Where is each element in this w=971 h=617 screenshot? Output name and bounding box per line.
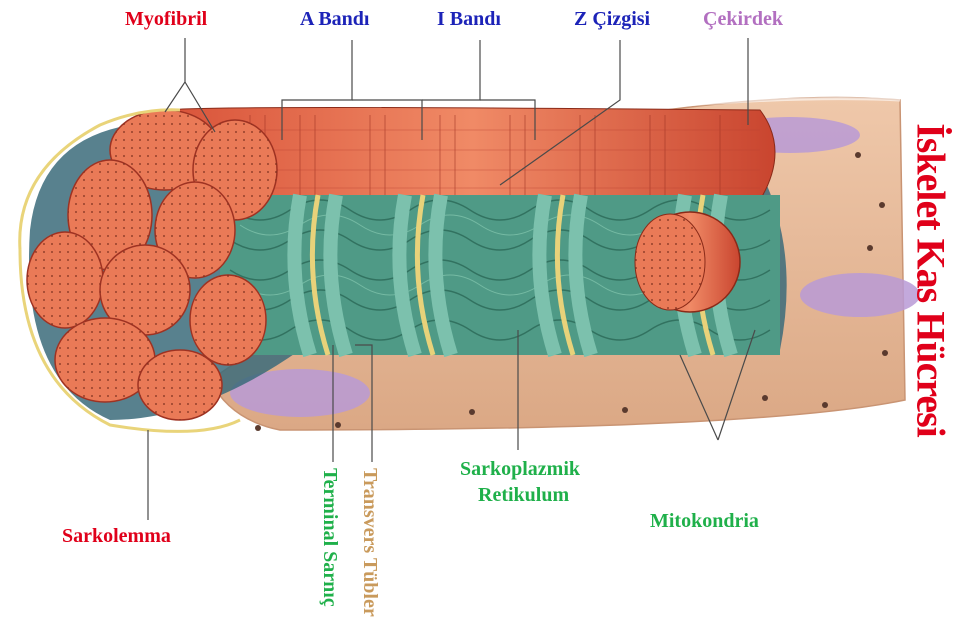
- myofibril-cross-section: [27, 232, 103, 328]
- label-sarcolemma: Sarkolemma: [62, 525, 171, 548]
- label-mitochondria: Mitokondria: [650, 510, 759, 533]
- label-i-band: I Bandı: [437, 8, 501, 31]
- label-z-line: Z Çizgisi: [574, 8, 650, 31]
- inner-myofibril: [635, 212, 740, 312]
- label-myofibril: Myofibril: [125, 8, 207, 31]
- myofibril-cross-section: [190, 275, 266, 365]
- label-nucleus: Çekirdek: [703, 8, 783, 31]
- label-terminal-cistern: Terminal Sarnıç: [318, 468, 341, 607]
- myofibril-cross-section: [138, 350, 222, 420]
- nucleus-shape-right: [800, 273, 920, 317]
- label-sarcoplasmic-reticulum-line2: Retikulum: [478, 484, 569, 507]
- label-sarcoplasmic-reticulum-line1: Sarkoplazmik: [460, 458, 580, 481]
- diagram-stage: Myofibril A Bandı I Bandı Z Çizgisi Çeki…: [0, 0, 971, 560]
- label-transverse-tubules: Transvers Tübler: [358, 468, 381, 617]
- label-a-band: A Bandı: [300, 8, 369, 31]
- diagram-title: İskelet Kas Hücresi: [908, 123, 955, 437]
